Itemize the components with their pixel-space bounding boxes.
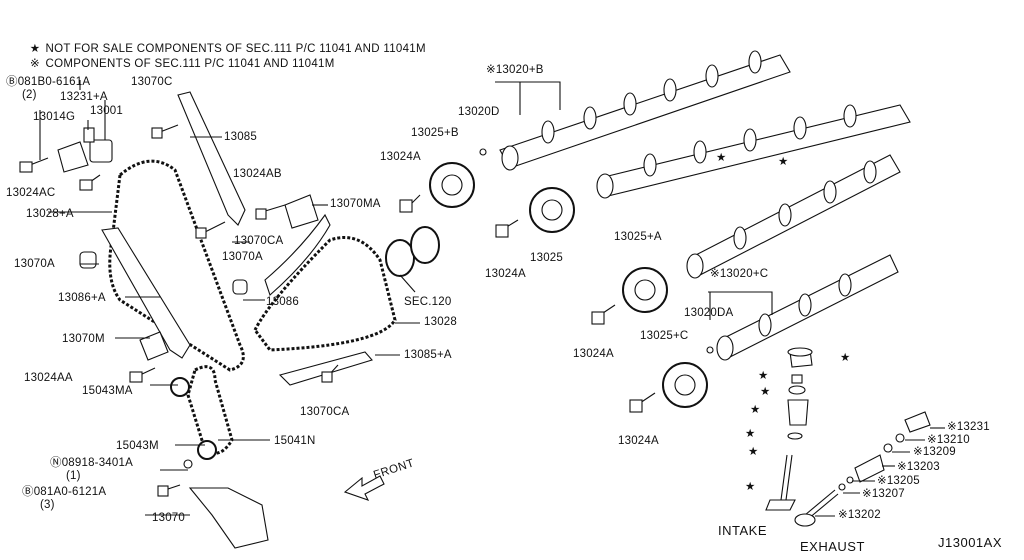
part-label-081A0-6121A[interactable]: Ⓑ081A0-6121A [22, 486, 107, 498]
part-label-13024AC[interactable]: 13024AC [6, 187, 56, 199]
star-icon: ★ [758, 370, 769, 382]
part-label-15043MA[interactable]: 15043MA [82, 385, 133, 397]
leader-lines [39, 80, 945, 517]
star-icon: ★ [745, 428, 756, 440]
legend-note-text: NOT FOR SALE COMPONENTS OF SEC.111 P/C 1… [45, 43, 426, 55]
reference-mark-icon: ※ [30, 58, 40, 70]
crank-sprocket-1 [385, 239, 415, 277]
secondary-timing-chain [253, 236, 397, 352]
part-label-13024A-1[interactable]: 13024A [380, 151, 421, 163]
part-label-13203[interactable]: ※13203 [897, 461, 940, 473]
part-label-13209[interactable]: ※13209 [913, 446, 956, 458]
part-label-13070C[interactable]: 13070C [131, 76, 173, 88]
plunger-13070A-left [79, 251, 97, 269]
part-label-13205[interactable]: ※13205 [877, 475, 920, 487]
sprocket-15043M [197, 440, 217, 460]
part-label-13025C[interactable]: 13025+C [640, 330, 689, 342]
part-label-13070MA[interactable]: 13070MA [330, 198, 381, 210]
camshaft-13020B [499, 50, 791, 171]
chain-guide-13085A [278, 351, 373, 386]
part-label-13020B[interactable]: ※13020+B [486, 64, 544, 76]
bolts [19, 124, 656, 497]
tensioner-lever [57, 141, 89, 173]
part-label-13028A[interactable]: 13028+A [26, 208, 74, 220]
star-icon: ★ [750, 404, 761, 416]
camshaft-upper-2 [596, 104, 911, 199]
part-label-13231[interactable]: ※13231 [947, 421, 990, 433]
part-label-13070M[interactable]: 13070M [62, 333, 105, 345]
part-label-13024AB[interactable]: 13024AB [233, 168, 282, 180]
star-icon: ★ [778, 156, 789, 168]
part-label-13070CA-top[interactable]: 13070CA [234, 235, 284, 247]
legend-note-text: COMPONENTS OF SEC.111 P/C 11041 AND 1104… [45, 58, 335, 70]
intake-label: INTAKE [718, 523, 767, 538]
part-qty: (3) [40, 499, 55, 511]
star-icon: ★ [748, 446, 759, 458]
star-icon: ★ [760, 386, 771, 398]
part-label-13085[interactable]: 13085 [224, 131, 257, 143]
part-label-13086A[interactable]: 13086+A [58, 292, 106, 304]
diagram-id: J13001AX [938, 535, 1002, 550]
part-label-sec120[interactable]: SEC.120 [404, 296, 452, 308]
exhaust-valve-assembly [794, 411, 931, 527]
tensioner-13001 [89, 139, 113, 163]
part-label-13028[interactable]: 13028 [424, 316, 457, 328]
part-label-13020D[interactable]: 13020D [458, 106, 500, 118]
part-label-15041N[interactable]: 15041N [274, 435, 316, 447]
chain-guide-13086 [264, 213, 331, 296]
part-label-13020DA[interactable]: 13020DA [684, 307, 734, 319]
intake-valve-assembly [765, 347, 813, 511]
part-label-13207[interactable]: ※13207 [862, 488, 905, 500]
star-icon: ★ [29, 43, 41, 55]
legend-note-not-for-sale: ★ NOT FOR SALE COMPONENTS OF SEC.111 P/C… [28, 42, 426, 56]
part-label-13001[interactable]: 13001 [90, 105, 123, 117]
washer-08918 [183, 459, 193, 469]
part-label-13024A-4[interactable]: 13024A [618, 435, 659, 447]
sprocket-15043MA [170, 377, 190, 397]
part-label-13085A[interactable]: 13085+A [404, 349, 452, 361]
tensioner-13070MA [284, 194, 319, 229]
part-label-13070A-left[interactable]: 13070A [14, 258, 55, 270]
part-label-13070CA-bottom[interactable]: 13070CA [300, 406, 350, 418]
star-icon: ★ [745, 481, 756, 493]
part-label-13024AA[interactable]: 13024AA [24, 372, 73, 384]
part-label-13025[interactable]: 13025 [530, 252, 563, 264]
part-label-13024A-2[interactable]: 13024A [485, 268, 526, 280]
plunger-13070A-mid [232, 279, 248, 295]
star-icon: ★ [716, 152, 727, 164]
camshaft-lower-1 [686, 154, 901, 279]
part-label-13025A[interactable]: 13025+A [614, 231, 662, 243]
part-label-13210[interactable]: ※13210 [927, 434, 970, 446]
part-label-13231A[interactable]: 13231+A [60, 91, 108, 103]
camshaft-13020C [716, 254, 899, 361]
part-label-13070[interactable]: 13070 [152, 512, 185, 524]
part-label-13086[interactable]: 13086 [266, 296, 299, 308]
part-label-13020C[interactable]: ※13020+C [710, 268, 769, 280]
part-label-081B0-6161A[interactable]: Ⓑ081B0-6161A [6, 76, 91, 88]
front-arrow [343, 475, 385, 501]
exhaust-label: EXHAUST [800, 539, 865, 554]
part-qty: (1) [66, 470, 81, 482]
part-label-13202[interactable]: ※13202 [838, 509, 881, 521]
chain-guide-13085 [177, 91, 246, 226]
part-label-13025B[interactable]: 13025+B [411, 127, 459, 139]
tensioner-13070M [139, 331, 169, 361]
part-label-13014G[interactable]: 13014G [33, 111, 76, 123]
part-label-13070A-mid[interactable]: 13070A [222, 251, 263, 263]
part-label-15043M[interactable]: 15043M [116, 440, 159, 452]
legend-note-components: ※ COMPONENTS OF SEC.111 P/C 11041 AND 11… [28, 57, 335, 71]
part-label-08918-3401A[interactable]: Ⓝ08918-3401A [50, 457, 133, 469]
star-icon: ★ [840, 352, 851, 364]
timing-cover-13070 [188, 487, 269, 549]
crank-sprocket-2 [410, 226, 440, 264]
part-qty: (2) [22, 89, 37, 101]
part-label-13024A-3[interactable]: 13024A [573, 348, 614, 360]
slack-guide-13086A [101, 227, 191, 359]
